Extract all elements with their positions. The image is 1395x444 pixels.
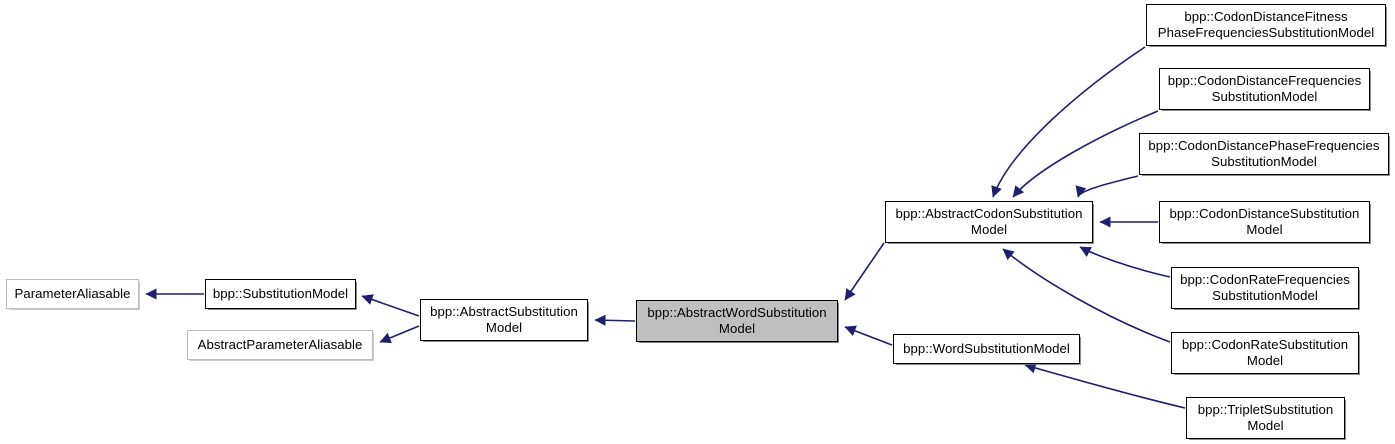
inheritance-edge — [1012, 110, 1159, 198]
class-node-label: bpp::WordSubstitutionModel — [903, 341, 1070, 356]
inheritance-edge — [1079, 246, 1171, 278]
inheritance-edge — [361, 294, 420, 317]
class-node-label: bpp::AbstractWordSubstitution Model — [647, 305, 827, 336]
class-node-label: bpp::CodonDistanceSubstitution Model — [1169, 206, 1360, 237]
class-node-label: bpp::CodonRateSubstitution Model — [1181, 337, 1349, 368]
class-node-abstract-parameter-aliasable[interactable]: AbstractParameterAliasable — [187, 330, 373, 360]
inheritance-edge — [1024, 362, 1186, 409]
class-node-label: bpp::CodonDistanceFrequencies Substituti… — [1167, 73, 1362, 104]
class-node-bpp-abstract-codon-substitution-model[interactable]: bpp::AbstractCodonSubstitution Model — [885, 201, 1093, 243]
class-node-bpp-codon-distance-fitness-phase-frequencies-substitution-model[interactable]: bpp::CodonDistanceFitness PhaseFrequenci… — [1146, 4, 1386, 46]
class-node-bpp-codon-distance-frequencies-substitution-model[interactable]: bpp::CodonDistanceFrequencies Substituti… — [1159, 68, 1370, 110]
class-node-label: bpp::CodonDistanceFitness PhaseFrequenci… — [1157, 9, 1375, 40]
inheritance-edge — [379, 325, 420, 344]
class-node-bpp-abstract-substitution-model[interactable]: bpp::AbstractSubstitution Model — [420, 299, 588, 341]
inheritance-edge — [844, 242, 885, 301]
class-node-label: bpp::CodonRateFrequencies SubstitutionMo… — [1180, 272, 1350, 303]
class-node-bpp-codon-distance-phase-frequencies-substitution-model[interactable]: bpp::CodonDistancePhaseFrequencies Subst… — [1139, 133, 1389, 175]
class-node-label: bpp::AbstractCodonSubstitution Model — [895, 206, 1083, 237]
class-node-label: bpp::SubstitutionModel — [212, 286, 349, 301]
inheritance-edge — [991, 46, 1146, 198]
class-node-label: AbstractParameterAliasable — [197, 337, 363, 352]
inheritance-edge — [594, 314, 636, 326]
class-node-bpp-substitution-model[interactable]: bpp::SubstitutionModel — [205, 279, 356, 309]
inheritance-edge — [1002, 248, 1171, 343]
class-node-bpp-codon-distance-substitution-model[interactable]: bpp::CodonDistanceSubstitution Model — [1159, 201, 1370, 243]
class-node-bpp-triplet-substitution-model[interactable]: bpp::TripletSubstitution Model — [1186, 397, 1345, 439]
class-node-bpp-codon-rate-frequencies-substitution-model[interactable]: bpp::CodonRateFrequencies SubstitutionMo… — [1171, 267, 1359, 309]
class-node-label: ParameterAliasable — [14, 286, 131, 301]
class-node-bpp-codon-rate-substitution-model[interactable]: bpp::CodonRateSubstitution Model — [1171, 332, 1359, 374]
inheritance-edge — [1075, 175, 1139, 198]
class-node-bpp-word-substitution-model[interactable]: bpp::WordSubstitutionModel — [893, 334, 1080, 364]
class-node-parameter-aliasable[interactable]: ParameterAliasable — [6, 279, 139, 309]
class-node-bpp-abstract-word-substitution-model[interactable]: bpp::AbstractWordSubstitution Model — [636, 300, 838, 342]
class-node-label: bpp::CodonDistancePhaseFrequencies Subst… — [1148, 138, 1380, 169]
class-node-label: bpp::TripletSubstitution Model — [1197, 402, 1334, 433]
inheritance-edge — [844, 325, 893, 346]
class-node-label: bpp::AbstractSubstitution Model — [430, 304, 578, 335]
